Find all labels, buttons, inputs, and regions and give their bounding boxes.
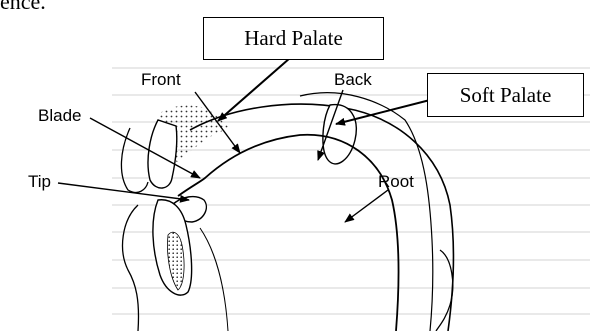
hard-palate-callout: Hard Palate	[203, 17, 384, 60]
label-tip: Tip	[28, 172, 51, 192]
label-back: Back	[334, 70, 372, 90]
label-front: Front	[141, 70, 181, 90]
label-blade: Blade	[38, 106, 81, 126]
upper-incisor-outline	[148, 120, 177, 188]
label-root: Root	[378, 172, 414, 192]
soft-palate-callout: Soft Palate	[427, 73, 584, 117]
jaw-outline	[200, 228, 228, 331]
lower-lip-outline	[123, 205, 139, 331]
pharynx-outline	[300, 93, 433, 331]
